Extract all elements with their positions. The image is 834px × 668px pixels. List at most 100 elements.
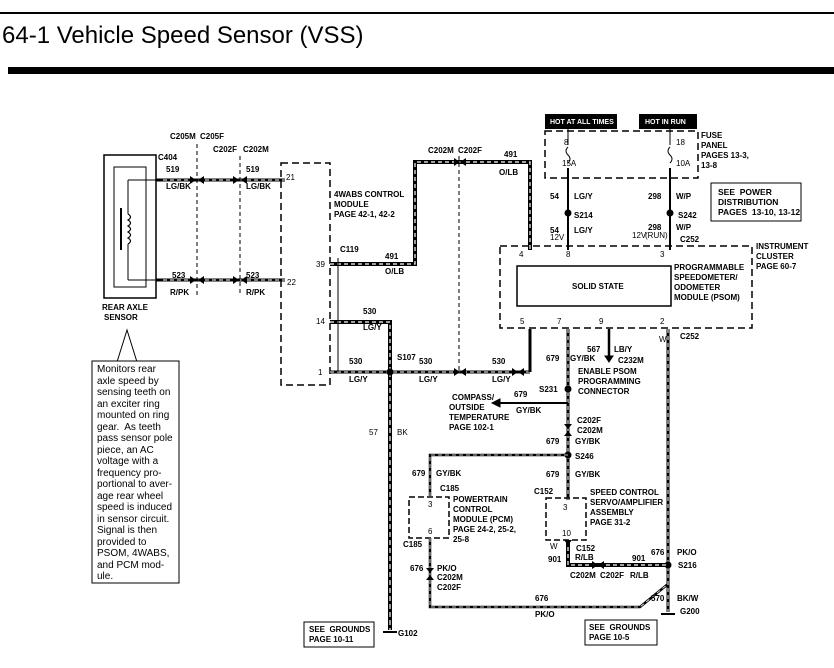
label-rpk: R/PK — [246, 288, 265, 297]
label-491: 491 — [504, 150, 518, 159]
pin-6: 6 — [428, 527, 433, 536]
psom-label: PROGRAMMABLE SPEEDOMETER/ ODOMETER MODUL… — [674, 263, 746, 302]
fuse-label-line: PANEL — [701, 141, 728, 150]
label-c205m: C205M — [170, 132, 196, 141]
abs-module-box — [280, 162, 331, 386]
sensor-label-line2: SENSOR — [104, 313, 138, 322]
power-distribution-note: SEE POWER DISTRIBUTION PAGES 13-10, 13-1… — [718, 187, 801, 217]
fuse-label-line: FUSE — [701, 131, 723, 140]
label-c232m: C232M — [618, 356, 644, 365]
label-rlb: R/LB — [575, 553, 594, 562]
fuse-panel-box — [544, 130, 699, 179]
wire-679 — [428, 329, 572, 500]
label-298: 298 — [648, 192, 662, 201]
connector-lines-c205 — [196, 144, 241, 296]
label-wp: W/P — [676, 192, 692, 201]
solid-state-label: SOLID STATE — [572, 282, 624, 291]
pin-8: 8 — [566, 250, 571, 259]
label-298: 298 — [648, 223, 662, 232]
label-gybk: GY/BK — [575, 470, 601, 479]
pcm-label: POWERTRAIN CONTROL MODULE (PCM) PAGE 24-… — [453, 495, 518, 544]
label-c404: C404 — [158, 153, 178, 162]
label-c202f: C202F — [437, 583, 461, 592]
instrument-cluster-label: INSTRUMENT CLUSTER PAGE 60-7 — [756, 242, 811, 271]
label-gybk: GY/BK — [570, 354, 596, 363]
label-lgy: LG/Y — [363, 323, 382, 332]
pin-2: 2 — [660, 317, 665, 326]
abs-label-line: MODULE — [334, 200, 369, 209]
label-c119: C119 — [340, 245, 359, 254]
fuse-10a: 10A — [676, 159, 691, 168]
label-901: 901 — [632, 554, 646, 563]
label-w: W — [550, 542, 558, 551]
label-g200: G200 — [680, 607, 700, 616]
label-gybk: GY/BK — [516, 406, 542, 415]
pin-4: 4 — [519, 250, 524, 259]
label-c152: C152 — [576, 544, 596, 553]
label-567: 567 — [587, 345, 601, 354]
label-54: 54 — [550, 192, 559, 201]
sensor-description-box — [91, 360, 180, 584]
label-s246: S246 — [575, 452, 594, 461]
grounds-left-box — [303, 621, 375, 648]
label-676: 676 — [535, 594, 549, 603]
connector-markers-right — [426, 158, 604, 580]
hot-at-all-times-badge — [545, 114, 617, 129]
pin-3: 3 — [563, 503, 568, 512]
label-c185: C185 — [403, 540, 423, 549]
label-s216: S216 — [678, 561, 697, 570]
fuse-panel-label: FUSE PANEL PAGES 13-3, 13-8 — [701, 131, 751, 170]
label-lgy: LG/Y — [574, 226, 593, 235]
sensor-wires — [156, 178, 285, 282]
label-c252: C252 — [680, 235, 700, 244]
label-679: 679 — [546, 470, 560, 479]
label-530: 530 — [492, 357, 506, 366]
label-lby: LB/Y — [614, 345, 633, 354]
label-lgbk: LG/BK — [166, 182, 191, 191]
solid-state-box — [516, 265, 672, 307]
label-olb: O/LB — [385, 267, 404, 276]
label-rpk: R/PK — [170, 288, 189, 297]
label-bk: BK — [397, 428, 408, 437]
label-57: 57 — [369, 428, 378, 437]
wire-57-ground — [386, 368, 394, 630]
enable-psom-label: ENABLE PSOM PROGRAMMING CONNECTOR — [578, 367, 643, 396]
hot-in-run-label: HOT IN RUN — [645, 119, 686, 126]
label-901: 901 — [548, 555, 562, 564]
top-border-line — [0, 12, 834, 14]
instrument-cluster-box — [499, 245, 753, 329]
label-lgy: LG/Y — [492, 375, 511, 384]
label-run: (RUN) — [645, 231, 668, 240]
grounds-left-note: SEE GROUNDS PAGE 10-11 — [309, 625, 371, 644]
hot-in-run-badge — [639, 114, 697, 129]
label-570: 570 — [651, 594, 665, 603]
label-c202m: C202M — [577, 426, 603, 435]
label-w: W — [659, 335, 667, 344]
pin-39: 39 — [316, 260, 325, 269]
label-c202m: C202M — [428, 146, 454, 155]
label-rlb: R/LB — [630, 571, 649, 580]
label-491: 491 — [385, 252, 399, 261]
label-12v: 12V — [632, 231, 647, 240]
label-676: 676 — [651, 548, 665, 557]
pin-9: 9 — [599, 317, 604, 326]
wire-491 — [330, 160, 532, 266]
connector-arrows — [190, 176, 247, 284]
label-c202f: C202F — [577, 416, 601, 425]
label-523: 523 — [172, 271, 186, 280]
label-c185: C185 — [440, 484, 460, 493]
label-s242: S242 — [678, 211, 697, 220]
label-530: 530 — [363, 307, 377, 316]
fuse-symbols — [565, 129, 673, 164]
label-c252: C252 — [680, 332, 700, 341]
label-pko: PK/O — [437, 564, 457, 573]
grounds-right-note: SEE GROUNDS PAGE 10-5 — [589, 623, 651, 642]
label-c202m: C202M — [243, 145, 269, 154]
label-lgy: LG/Y — [574, 192, 593, 201]
abs-module-label: 4WABS CONTROL MODULE PAGE 42-1, 42-2 — [334, 190, 406, 219]
label-gybk: GY/BK — [436, 469, 462, 478]
label-gybk: GY/BK — [575, 437, 601, 446]
label-679: 679 — [412, 469, 426, 478]
page-title: 64-1 Vehicle Speed Sensor (VSS) — [2, 22, 364, 49]
